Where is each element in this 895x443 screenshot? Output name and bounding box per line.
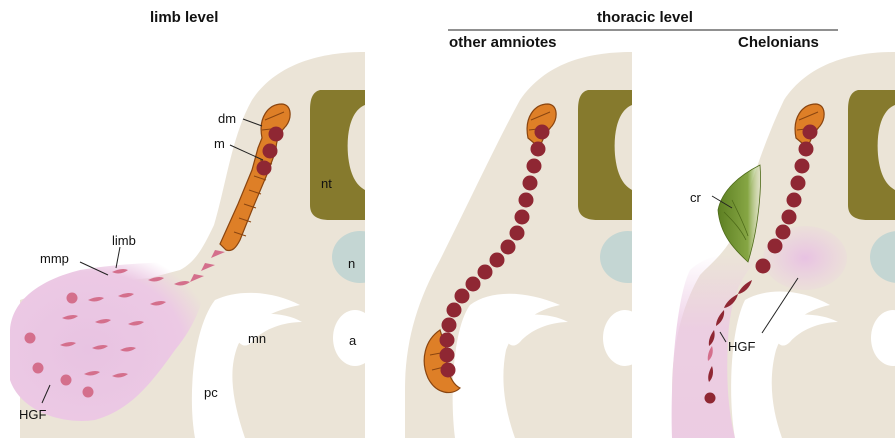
notochord xyxy=(600,231,656,283)
aorta xyxy=(603,310,647,366)
header-chelonians: Chelonians xyxy=(738,34,819,51)
panel-chelonians xyxy=(672,52,895,438)
label-n: n xyxy=(348,256,355,271)
header-other-amniotes: other amniotes xyxy=(449,34,557,51)
label-a: a xyxy=(349,333,357,348)
label-mn: mn xyxy=(248,331,266,346)
label-m: m xyxy=(214,136,225,151)
header-limb-level: limb level xyxy=(150,9,218,26)
label-mmp: mmp xyxy=(40,251,69,266)
hgf-field-dorsal xyxy=(763,226,847,290)
label-pc: pc xyxy=(204,385,218,400)
label-limb: limb xyxy=(112,233,136,248)
label-hgf-right: HGF xyxy=(728,339,756,354)
label-nt: nt xyxy=(321,176,332,191)
label-dm: dm xyxy=(218,111,236,126)
label-cr: cr xyxy=(690,190,702,205)
header-thoracic-level: thoracic level xyxy=(597,9,693,26)
panel-limb-level xyxy=(10,52,388,438)
label-hgf-left: HGF xyxy=(19,407,47,422)
notochord xyxy=(332,231,388,283)
panel-other-amniotes xyxy=(405,52,656,438)
